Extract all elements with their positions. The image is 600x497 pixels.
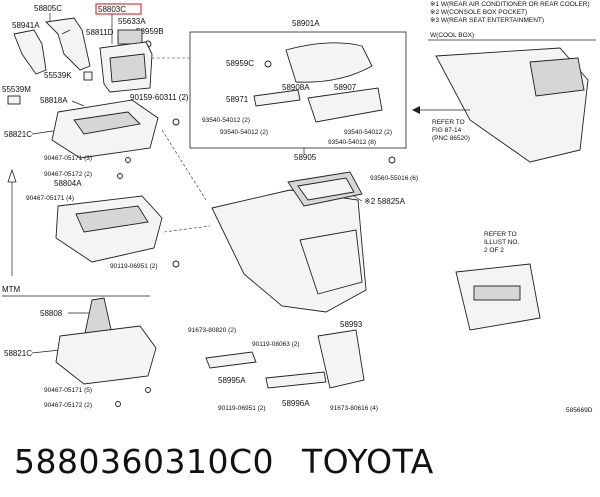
- label-58821C-bot: 58821C: [4, 349, 32, 358]
- refer-fig-2: FIG 87-14: [432, 127, 462, 134]
- highlighted-part-box: [95, 3, 142, 15]
- label-90159: 90159-60311 (2): [130, 93, 189, 102]
- mtm-label: MTM: [2, 285, 21, 294]
- part-55633A: [117, 29, 143, 45]
- part-bolt-93560: [388, 156, 396, 164]
- label-58804A: 58804A: [54, 179, 82, 188]
- direction-arrow-head: [7, 168, 17, 183]
- label-58803C: 58803C: [98, 5, 126, 14]
- label-93540-c: 93540-54012 (2): [344, 129, 392, 136]
- part-clip: [125, 157, 131, 163]
- label-58905: 58905: [294, 153, 317, 162]
- part-55539K: [83, 71, 93, 81]
- label-90467-3: 90467-05171 (3): [44, 155, 92, 162]
- label-93540-b: 93540-54012 (2): [220, 129, 268, 136]
- label-90467-2b: 90467-05172 (2): [44, 402, 92, 409]
- label-58805C: 58805C: [34, 4, 62, 13]
- part-58804A: [55, 195, 163, 263]
- label-58959C: 58959C: [226, 59, 254, 68]
- label-58818A: 58818A: [40, 96, 68, 105]
- label-58995A: 58995A: [218, 376, 246, 385]
- leader: [61, 29, 71, 35]
- part-rear-panel-vents: [473, 285, 521, 301]
- part-clip: [145, 387, 151, 393]
- label-58907: 58907: [334, 83, 357, 92]
- note-cool-box: W(COOL BOX): [430, 32, 474, 39]
- part-58959C: [264, 60, 272, 68]
- part-58907: [307, 87, 383, 123]
- armrest-group-box: [189, 31, 407, 149]
- caption: 5880360310C0 TOYOTA: [14, 436, 594, 486]
- label-58901A: 58901A: [292, 19, 320, 28]
- note-3: ※3 W(REAR SEAT ENTERTAINMENT): [430, 17, 544, 24]
- part-58821C-bot: [55, 325, 157, 385]
- part-cool-box-lid: [529, 57, 585, 97]
- connector: [161, 129, 207, 201]
- part-58825A-pocket-inner: [297, 177, 355, 201]
- part-58805C: [45, 17, 91, 71]
- part-clip: [117, 173, 123, 179]
- part-console-front: [299, 229, 363, 295]
- label-58971: 58971: [226, 95, 249, 104]
- part-clip: [115, 401, 121, 407]
- label-58808: 58808: [40, 309, 63, 318]
- label-90467-2a: 90467-05172 (2): [44, 171, 92, 178]
- caption-part-number: 5880360310C0: [14, 441, 274, 481]
- note-1: ※1 W(REAR AIR CONDITIONER OR REAR COOLER…: [430, 1, 590, 8]
- leader: [71, 100, 85, 107]
- part-55539M: [7, 95, 21, 105]
- refer-fig-1: REFER TO: [432, 119, 465, 126]
- caption-brand: TOYOTA: [302, 441, 434, 481]
- label-91673-4: 91673-80616 (4): [330, 405, 378, 412]
- label-93540-a: 93540-54012 (2): [202, 117, 250, 124]
- refer-illust-2: ILLUST NO.: [484, 239, 519, 246]
- label-58821C-top: 58821C: [4, 130, 32, 139]
- label-90467-5: 90467-05171 (5): [44, 387, 92, 394]
- part-58804A-inner: [75, 205, 149, 233]
- part-bolt-90119: [172, 260, 180, 268]
- label-55539M: 55539M: [2, 85, 31, 94]
- part-58971: [253, 89, 301, 107]
- label-58941A: 58941A: [12, 21, 40, 30]
- part-58996A: [265, 371, 327, 389]
- part-58993: [317, 329, 365, 389]
- label-93540-d: 93540-54012 (8): [328, 139, 376, 146]
- label-90119-2: 90119-06951 (2): [110, 263, 158, 270]
- part-bolt-90159: [172, 118, 180, 126]
- label-58811D: 58811D: [86, 28, 114, 37]
- refer-fig-3: (PNC 86520): [432, 135, 470, 142]
- label-90119-08063: 90119-08063 (2): [252, 341, 300, 348]
- label-58959B: 58959B: [136, 27, 164, 36]
- label-58996A: 58996A: [282, 399, 310, 408]
- label-93560: 93560-55016 (6): [370, 175, 418, 182]
- leader: [353, 195, 363, 202]
- label-58825A: ※2 58825A: [364, 197, 406, 206]
- label-90467-4: 90467-05171 (4): [26, 195, 74, 202]
- label-58993: 58993: [340, 320, 363, 329]
- part-58941A: [13, 29, 47, 75]
- label-91673-2: 91673-80820 (2): [188, 327, 236, 334]
- refer-illust-1: REFER TO: [484, 231, 517, 238]
- part-58821C-top-tray: [73, 111, 141, 135]
- part-58803C-panel: [109, 53, 147, 83]
- part-58901A-lid: [285, 42, 373, 83]
- exploded-parts-diagram: ※1 W(REAR AIR CONDITIONER OR REAR COOLER…: [2, 1, 596, 414]
- refer-arrow-head: [412, 106, 420, 114]
- label-90119-06951b: 90119-06951 (2): [218, 405, 266, 412]
- part-58995A: [205, 351, 257, 369]
- diagram-id: 585669D: [566, 407, 593, 414]
- label-55539K: 55539K: [44, 71, 72, 80]
- label-55633A: 55633A: [118, 17, 146, 26]
- leader: [31, 349, 61, 354]
- refer-illust-3: 2 OF 2: [484, 247, 504, 254]
- note-2: ※2 W(CONSOLE BOX POCKET): [430, 9, 527, 16]
- connector: [163, 225, 211, 233]
- label-58908A: 58908A: [282, 83, 310, 92]
